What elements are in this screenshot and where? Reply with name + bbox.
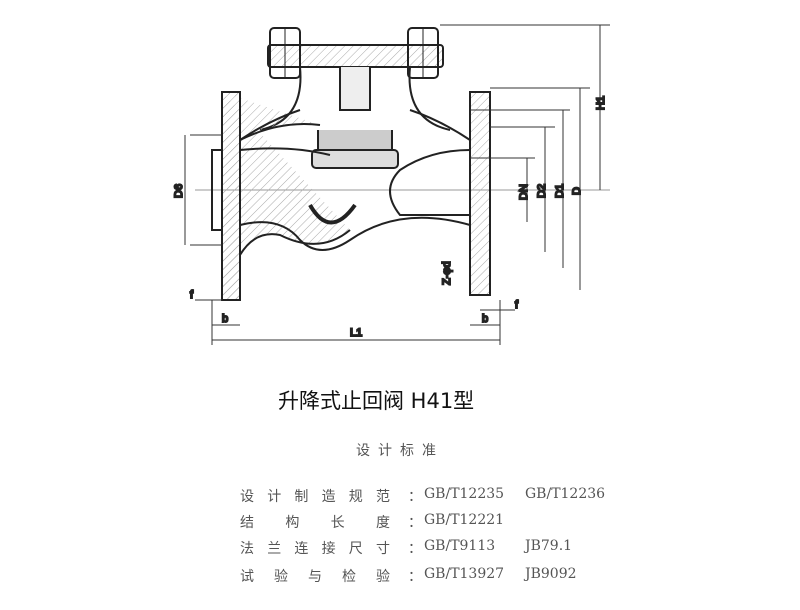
page-title: 升降式止回阀 H41型	[278, 389, 475, 413]
standard-value: GB/T12236	[525, 486, 606, 502]
row-label: 设计制造规范	[240, 486, 390, 506]
label-char: 造	[321, 489, 336, 505]
label-b-right: b	[482, 313, 488, 325]
label-char: 兰	[267, 541, 282, 557]
row-label: 试验与检验	[240, 566, 390, 586]
label-char: 范	[375, 489, 390, 505]
label-char: 规	[348, 489, 363, 505]
standards-heading: 设计标准	[356, 443, 444, 459]
label-char: 尺	[348, 541, 363, 557]
label-char: 法	[240, 541, 254, 557]
valve-body	[211, 91, 491, 301]
label-d2: D2	[536, 184, 548, 198]
label-char: 与	[308, 569, 322, 585]
row-label: 结构长度	[240, 512, 390, 532]
standard-value: JB79.1	[525, 538, 573, 554]
standard-value: JB9092	[525, 566, 577, 582]
standard-value: GB/T12235	[424, 486, 505, 502]
valve-drawing: H1 D D1 D2 DN D6 Z-φd f f b b L1	[172, 24, 610, 345]
label-f-left: f	[190, 289, 194, 301]
label-f-right: f	[515, 299, 519, 311]
label-b-left: b	[222, 313, 228, 325]
label-char: 制	[294, 489, 309, 505]
label-char: 连	[294, 541, 309, 557]
label-dn: DN	[518, 184, 530, 200]
label-char: 接	[321, 541, 336, 557]
label-char: 长	[330, 515, 345, 531]
label-char: 试	[240, 569, 254, 585]
label-char: 计	[267, 489, 282, 505]
standard-value: GB/T9113	[424, 538, 496, 554]
label-z-phi-d: Z-φd	[441, 261, 453, 285]
colon: ：	[408, 541, 422, 557]
bonnet	[259, 27, 451, 169]
label-d: D	[571, 187, 583, 195]
label-char: 寸	[375, 541, 390, 557]
label-char: 度	[375, 515, 390, 531]
label-char: 结	[240, 515, 254, 531]
label-h1: H1	[595, 96, 607, 110]
label-char: 检	[342, 569, 356, 585]
label-char: 构	[285, 515, 300, 531]
label-char: 验	[274, 569, 288, 585]
dimension-lines	[184, 24, 610, 345]
standard-value: GB/T12221	[424, 512, 505, 528]
colon: ：	[408, 489, 422, 505]
standard-value: GB/T13927	[424, 566, 505, 582]
colon: ：	[408, 515, 422, 531]
label-char: 设	[240, 489, 254, 505]
label-d1: D1	[554, 184, 566, 198]
label-char: 验	[376, 569, 390, 585]
label-d6: D6	[173, 184, 185, 198]
label-l1: L1	[350, 327, 362, 339]
colon: ：	[408, 569, 422, 585]
row-label: 法兰连接尺寸	[240, 538, 390, 558]
